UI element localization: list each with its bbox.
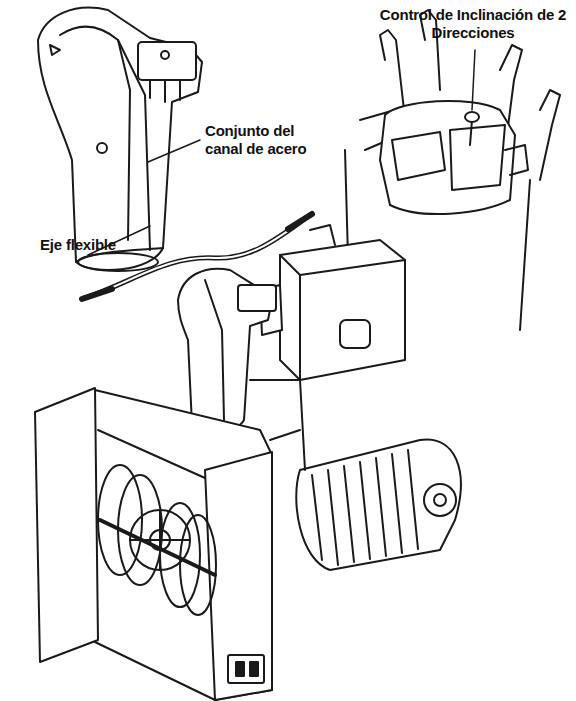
tracks <box>296 440 461 570</box>
leader-lines <box>88 50 475 255</box>
chute-assembly <box>38 8 202 271</box>
engine <box>260 225 405 380</box>
part-label: Control de Inclinación de 2 Direcciones <box>378 6 568 42</box>
part-label: Eje flexible <box>40 236 150 254</box>
control-panel <box>380 101 528 214</box>
part-label: Conjunto del canal de acero <box>205 122 335 158</box>
machine-chute <box>178 269 276 433</box>
augers <box>98 465 216 615</box>
auger-housing <box>35 388 272 700</box>
